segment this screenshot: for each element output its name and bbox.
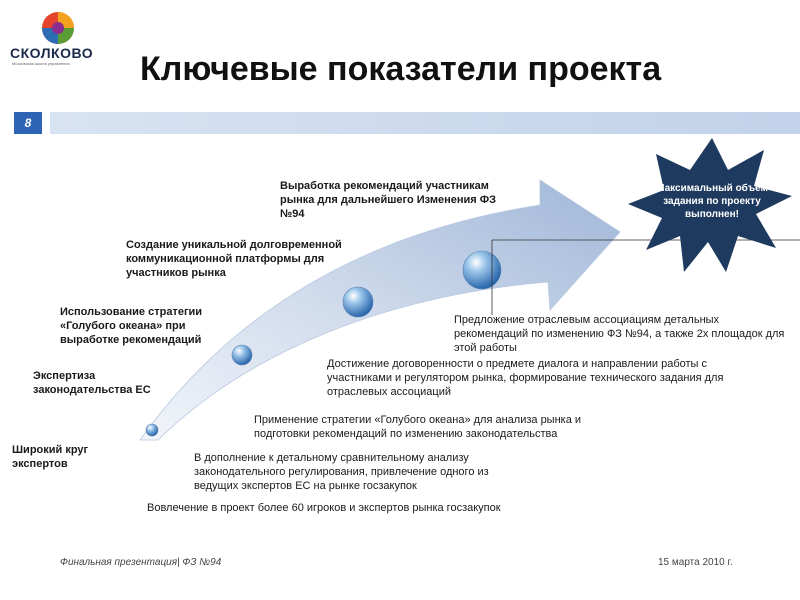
milestone-dot-2 [231,344,253,366]
star-badge [628,138,792,272]
milestone-label-5: Выработка рекомендаций участникам рынка … [280,180,497,220]
bullet-text: В дополнение к детальному сравнительному… [194,452,489,492]
milestone-label-2: Экспертиза законодательства ЕС [33,370,151,396]
milestone-dot-1 [145,423,159,437]
header-bar [50,112,800,134]
bullet-item: Достижение договоренности о предмете диа… [305,357,765,399]
logo-text: СКОЛКОВО [10,45,94,61]
milestone-label-4: Создание уникальной долговременной комму… [126,239,342,279]
page-title: Ключевые показатели проекта [140,50,662,88]
bullet-text: Применение стратегии «Голубого океана» д… [254,414,582,440]
milestone-label-3: Использование стратегии «Голубого океана… [60,306,203,346]
logo-subtext: Московская школа управления [12,61,70,66]
bullet-item: В дополнение к детальному сравнительному… [172,451,512,493]
bullet-text: Достижение договоренности о предмете диа… [327,358,724,398]
milestone-dot-4 [462,250,502,290]
skolkovo-logo-icon [42,12,74,44]
milestone-label-1: Широкий круг экспертов [12,444,89,470]
bullet-item: Применение стратегии «Голубого океана» д… [232,413,632,441]
bullet-text: Предложение отраслевым ассоциациям детал… [454,314,785,354]
badge-text: Максимальный объем задания по проекту вы… [656,183,768,220]
bullet-item: Вовлечение в проект более 60 игроков и э… [125,501,505,515]
progress-arrow [139,179,621,441]
footer-date: 15 марта 2010 г. [658,557,733,568]
page-number: 8 [14,112,42,134]
milestone-dot-3 [342,286,374,318]
bullet-text: Вовлечение в проект более 60 игроков и э… [147,502,501,514]
bullet-item: Предложение отраслевым ассоциациям детал… [432,313,792,355]
footer-presentation-label: Финальная презентация| ФЗ №94 [60,557,222,568]
